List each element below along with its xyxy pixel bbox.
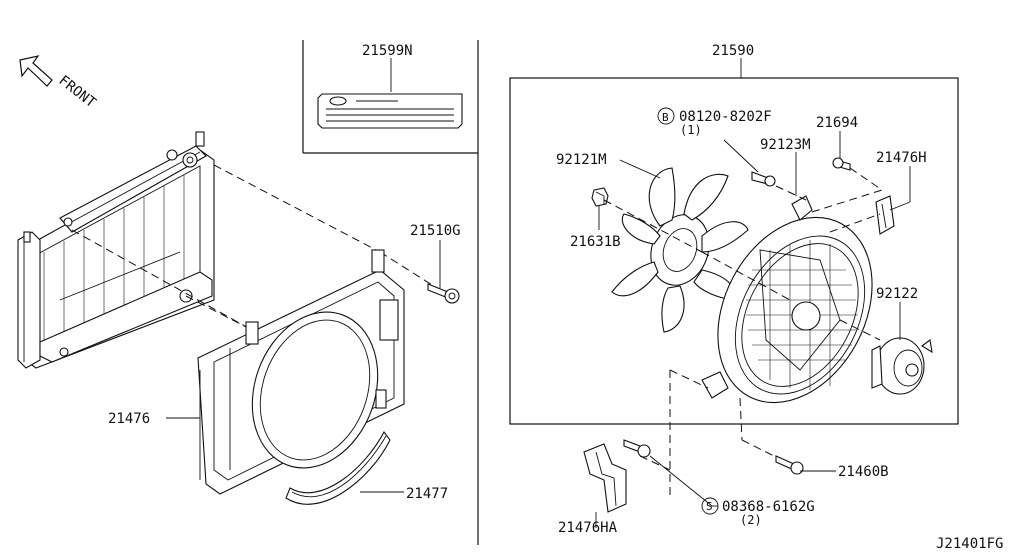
- fan-motor: [871, 337, 933, 395]
- radiator: [17, 131, 215, 369]
- bracket-21476h: [875, 195, 895, 235]
- nut-21631b-icon: [591, 187, 609, 207]
- s-prefix-circle-icon: [701, 497, 719, 515]
- front-label: FRONT: [56, 73, 100, 112]
- label-08120: 08120-8202F: [679, 109, 772, 125]
- label-08368-prefix: S: [706, 500, 713, 513]
- label-92121m: 92121M: [556, 152, 607, 168]
- screw-08368-icon: [623, 439, 651, 458]
- fan-blade: [611, 167, 749, 333]
- label-21590: 21590: [712, 43, 754, 59]
- bolt-21460b-icon: [775, 455, 804, 475]
- label-21476ha: 21476HA: [558, 520, 618, 536]
- bolt-21510g-icon: [427, 283, 460, 304]
- label-inset-frame: [302, 40, 479, 545]
- label-08368-qty: (2): [740, 513, 762, 527]
- b-prefix-circle-icon: [657, 107, 675, 125]
- label-21694: 21694: [816, 115, 858, 131]
- caution-label-plate: [317, 93, 463, 129]
- screw-08120-icon: [751, 171, 776, 187]
- label-21476: 21476: [108, 411, 150, 427]
- fan-shroud: [197, 249, 405, 495]
- label-21631b: 21631B: [570, 234, 621, 250]
- front-arrow-icon: [19, 55, 53, 87]
- label-21477: 21477: [406, 486, 448, 502]
- diagram-id: J21401FG: [936, 536, 1003, 552]
- label-08120-prefix: B: [662, 111, 669, 124]
- bracket-21476ha: [583, 443, 627, 513]
- label-08368: 08368-6162G: [722, 499, 815, 515]
- lower-shroud: [285, 430, 391, 505]
- label-21599n: 21599N: [362, 43, 413, 59]
- label-92122: 92122: [876, 286, 918, 302]
- fan-assembly-frame: [509, 77, 959, 425]
- leader-lines: [166, 58, 911, 528]
- label-08120-qty: (1): [680, 123, 702, 137]
- label-21510g: 21510G: [410, 223, 461, 239]
- label-92123m: 92123M: [760, 137, 811, 153]
- label-21460b: 21460B: [838, 464, 889, 480]
- fan-motor-shroud: [701, 195, 873, 404]
- radiator-guide-lines: [71, 164, 441, 331]
- label-21476h: 21476H: [876, 150, 927, 166]
- bolt-21694-icon: [832, 157, 851, 171]
